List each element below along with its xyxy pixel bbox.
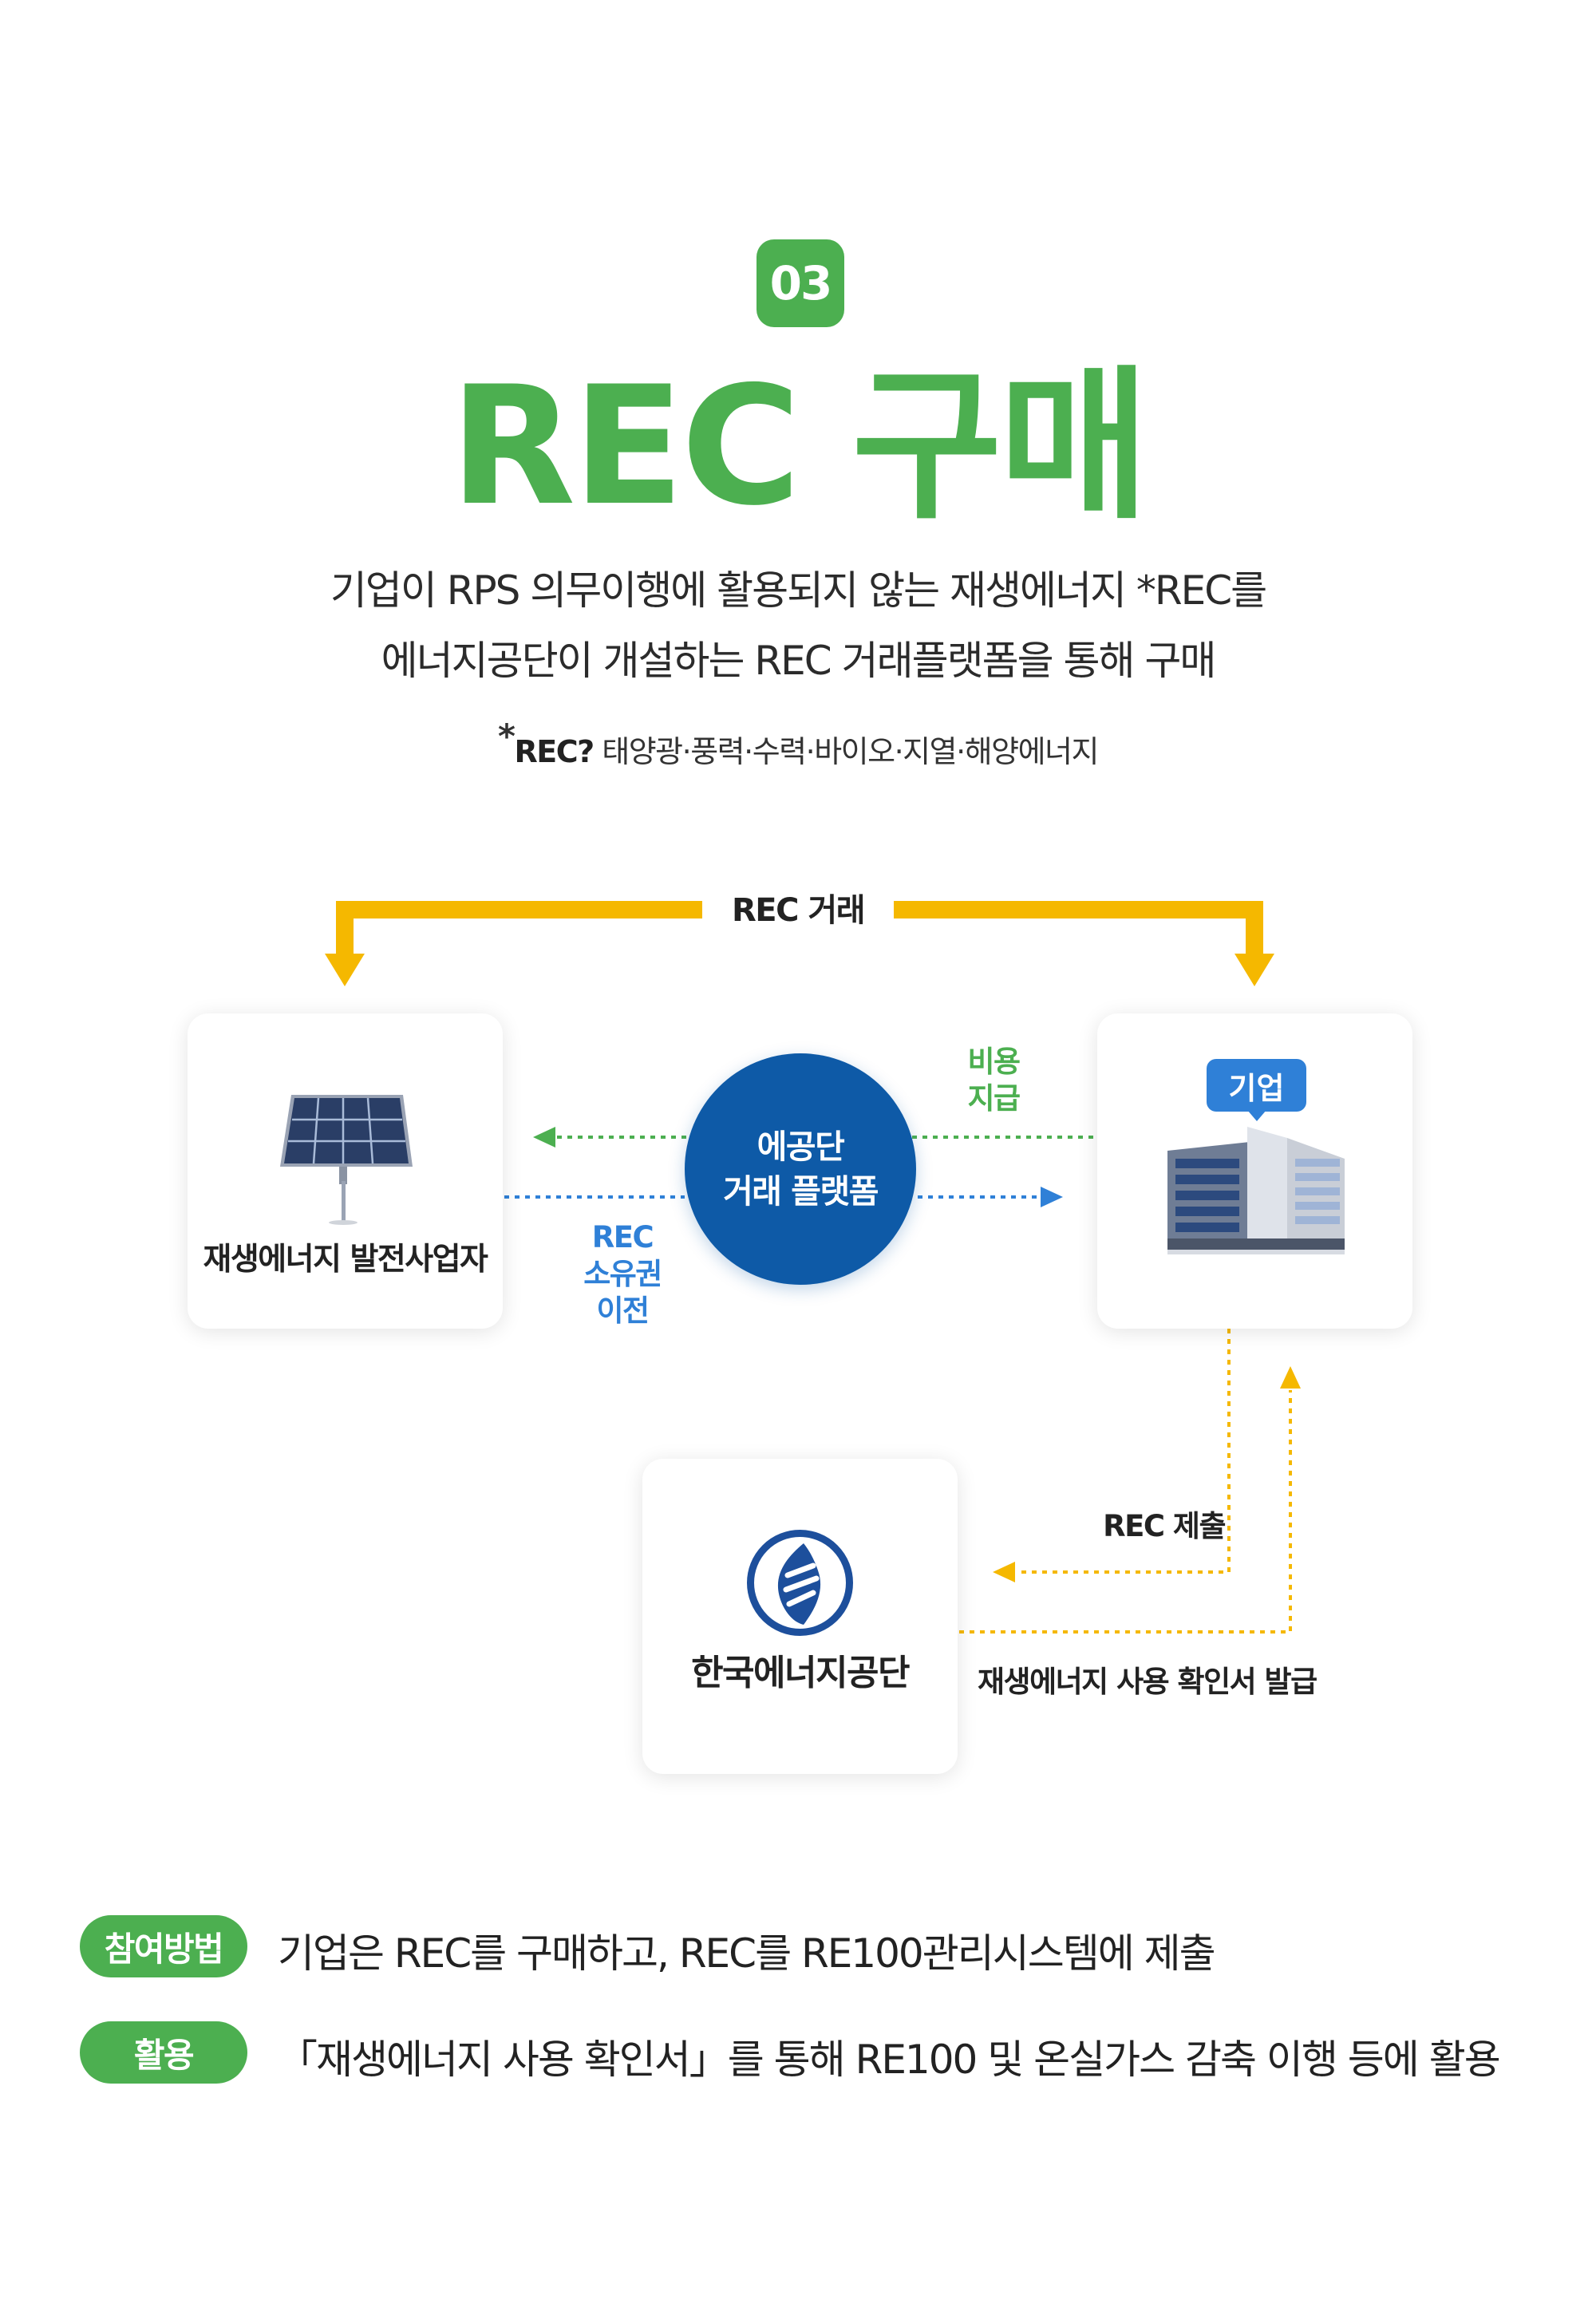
participation-method-text: 기업은 REC를 구매하고, REC를 RE100관리시스템에 제출 bbox=[278, 1930, 1216, 1977]
page-title: REC 구매 bbox=[449, 352, 1150, 542]
producer-label: 재생에너지 발전사업자 bbox=[203, 1242, 488, 1278]
rec-footnote: *REC? 태양광·풍력·수력·바이오·지열·해양에너지 bbox=[0, 717, 1596, 771]
cost-payment-arrow bbox=[533, 1127, 1093, 1148]
rec-transfer-arrow bbox=[504, 1187, 1063, 1207]
company-tag-pointer bbox=[1247, 1110, 1266, 1121]
cost-label-line-2: 지급 bbox=[967, 1081, 1021, 1116]
kea-logo-icon bbox=[747, 1530, 853, 1636]
agency-card: 한국에너지공단 bbox=[642, 1459, 958, 1774]
platform-label-line-2: 거래 플랫폼 bbox=[723, 1172, 879, 1211]
rec-submit-arrow bbox=[993, 1329, 1231, 1582]
usage-pill: 활용 bbox=[80, 2021, 247, 2084]
participation-method-pill: 참여방법 bbox=[80, 1915, 247, 1977]
footnote-text: 태양광·풍력·수력·바이오·지열·해양에너지 bbox=[593, 734, 1099, 769]
agency-label: 한국에너지공단 bbox=[691, 1653, 910, 1693]
certificate-arrow bbox=[959, 1366, 1301, 1634]
solar-panel-icon bbox=[280, 1095, 413, 1225]
office-building-icon bbox=[1167, 1127, 1345, 1254]
cost-payment-label: 비용 지급 bbox=[950, 1044, 1037, 1117]
certificate-issue-label: 재생에너지 사용 확인서 발급 bbox=[978, 1665, 1317, 1699]
rec-transfer-line-3: 이전 bbox=[596, 1294, 650, 1328]
rec-trade-arrow bbox=[325, 901, 1274, 986]
cost-label-line-1: 비용 bbox=[967, 1045, 1021, 1079]
rec-transfer-line-2: 소유권 bbox=[583, 1257, 662, 1291]
rec-transfer-line-1: REC bbox=[591, 1220, 654, 1254]
description-line-2: 에너지공단이 개설하는 REC 거래플랫폼을 통해 구매 bbox=[381, 638, 1217, 684]
producer-card: 재생에너지 발전사업자 bbox=[188, 1013, 503, 1329]
company-tag: 기업 bbox=[1207, 1059, 1306, 1112]
company-card bbox=[1097, 1013, 1412, 1329]
platform-label-line-1: 에공단 bbox=[757, 1128, 845, 1166]
footnote-star: * bbox=[498, 717, 516, 756]
usage-text: 「재생에너지 사용 확인서」를 통해 RE100 및 온실가스 감축 이행 등에… bbox=[278, 2036, 1501, 2083]
rec-submit-label: REC 제출 bbox=[1103, 1509, 1226, 1543]
description-line-1: 기업이 RPS 의무이행에 활용되지 않는 재생에너지 *REC를 bbox=[330, 567, 1267, 614]
platform-circle: 에공단 거래 플랫폼 bbox=[685, 1053, 916, 1285]
footnote-term: REC? bbox=[514, 734, 595, 769]
rec-transfer-label: REC 소유권 이전 bbox=[567, 1219, 678, 1329]
rec-trade-label: REC 거래 bbox=[718, 884, 878, 930]
section-number-badge: 03 bbox=[757, 239, 844, 327]
